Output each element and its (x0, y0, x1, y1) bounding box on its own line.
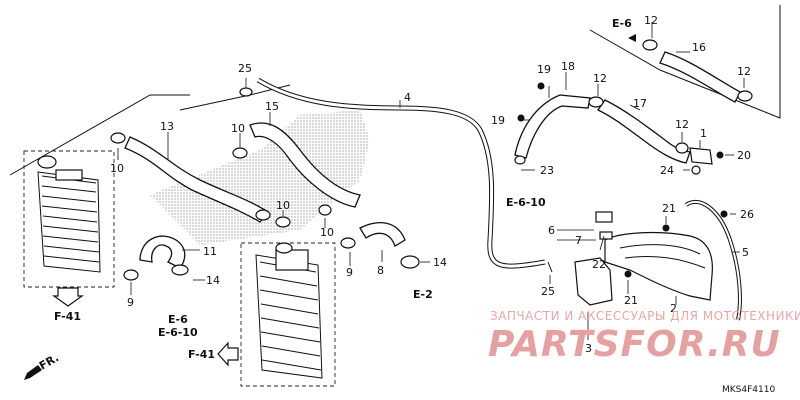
callout-12c: 12 (737, 65, 751, 78)
ref-e2: E-2 (413, 288, 433, 301)
part-7 (599, 231, 613, 240)
callout-10b: 10 (231, 122, 245, 135)
left-radiator-box (23, 150, 115, 288)
callout-5: 5 (742, 246, 749, 259)
right-radiator (255, 242, 323, 379)
callout-12a: 12 (593, 72, 607, 85)
callout-14b: 14 (433, 256, 447, 269)
frame-line-top (9, 94, 190, 176)
callout-3: 3 (585, 342, 592, 355)
callout-20: 20 (737, 149, 751, 162)
arrow-f41-bottom (217, 341, 239, 367)
callout-9: 9 (127, 296, 134, 309)
shroud-dotted-area (150, 110, 370, 245)
callout-24: 24 (660, 164, 674, 177)
callout-19b: 19 (491, 114, 505, 127)
part-1-thermostat (689, 147, 713, 165)
arrow-front (24, 365, 42, 380)
clamps (110, 39, 753, 281)
ref-e6-10-right: E-6-10 (506, 196, 546, 209)
callout-7: 7 (575, 234, 582, 247)
bracket-3 (574, 257, 613, 306)
callout-22: 22 (592, 258, 606, 271)
callout-10d: 10 (320, 226, 334, 239)
watermark-tagline: ЗАПЧАСТИ И АКСЕССУАРЫ ДЛЯ МОТОТЕХНИКИ (490, 309, 800, 323)
hose-15 (249, 122, 361, 208)
callout-10a: 10 (110, 162, 124, 175)
callout-23: 23 (540, 164, 554, 177)
callout-21a: 21 (662, 202, 676, 215)
right-radiator-box (240, 242, 336, 387)
callout-18: 18 (561, 60, 575, 73)
reservoir-tank (604, 231, 713, 301)
callout-25a: 25 (238, 62, 252, 75)
hose-5-inner (685, 200, 741, 321)
callout-8: 8 (377, 264, 384, 277)
diagram-code: MKS4F4110 (722, 385, 775, 395)
ref-e6-top: E-6 (612, 17, 632, 30)
watermark-logo: PARTSFOR.RU (488, 324, 781, 365)
ref-f41-bottom: F-41 (188, 348, 215, 361)
ref-e6-left: E-6 (168, 313, 188, 326)
callout-17: 17 (633, 97, 647, 110)
callout-2: 2 (670, 302, 677, 315)
callout-9b: 9 (346, 266, 353, 279)
hose-8 (359, 222, 406, 247)
left-radiator (37, 155, 101, 273)
callout-12b: 12 (644, 14, 658, 27)
arrow-f41-left (52, 287, 84, 307)
hose-13 (124, 136, 269, 223)
bolts (517, 82, 728, 278)
callout-4: 4 (404, 91, 411, 104)
part-6-cap (595, 211, 613, 223)
callout-21b: 21 (624, 294, 638, 307)
callout-26: 26 (740, 208, 754, 221)
reservoir-detail (619, 244, 706, 269)
callout-1: 1 (700, 127, 707, 140)
callout-16: 16 (692, 41, 706, 54)
part-25-screw (547, 261, 553, 273)
callout-14a: 14 (206, 274, 220, 287)
hose-4-inner (257, 78, 546, 268)
callout-12d: 12 (675, 118, 689, 131)
callout-19a: 19 (537, 63, 551, 76)
callout-25b: 25 (541, 285, 555, 298)
callout-15: 15 (265, 100, 279, 113)
ref-e6-10-left: E-6-10 (158, 326, 198, 339)
callout-13: 13 (160, 120, 174, 133)
callout-6: 6 (548, 224, 555, 237)
hose-17 (597, 99, 691, 164)
ref-f41-left: F-41 (54, 310, 81, 323)
callout-10c: 10 (276, 199, 290, 212)
arrow-e6-top (628, 34, 636, 42)
callout-11: 11 (203, 245, 217, 258)
pipe-18 (514, 94, 591, 159)
leader-lines (117, 22, 745, 340)
hose-11 (139, 235, 186, 269)
hose-16 (659, 51, 741, 103)
ref-front: FR. (37, 351, 61, 372)
